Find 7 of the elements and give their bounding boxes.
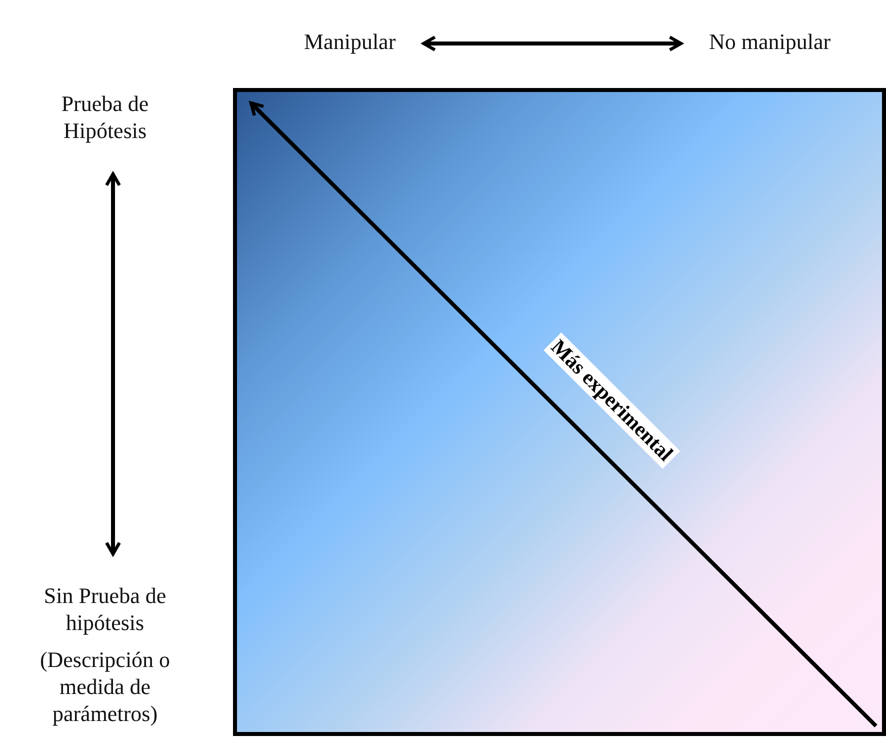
axis-label: Prueba de Hipótesis — [60, 90, 150, 144]
axis-label: No manipular — [709, 28, 831, 55]
axis-label: Manipular — [304, 28, 396, 55]
axis-label: Sin Prueba de hipótesis — [42, 582, 168, 636]
double-arrow — [422, 36, 683, 52]
note-text: (Descripción o medida de parámetros) — [38, 646, 172, 727]
double-arrow — [105, 172, 121, 556]
